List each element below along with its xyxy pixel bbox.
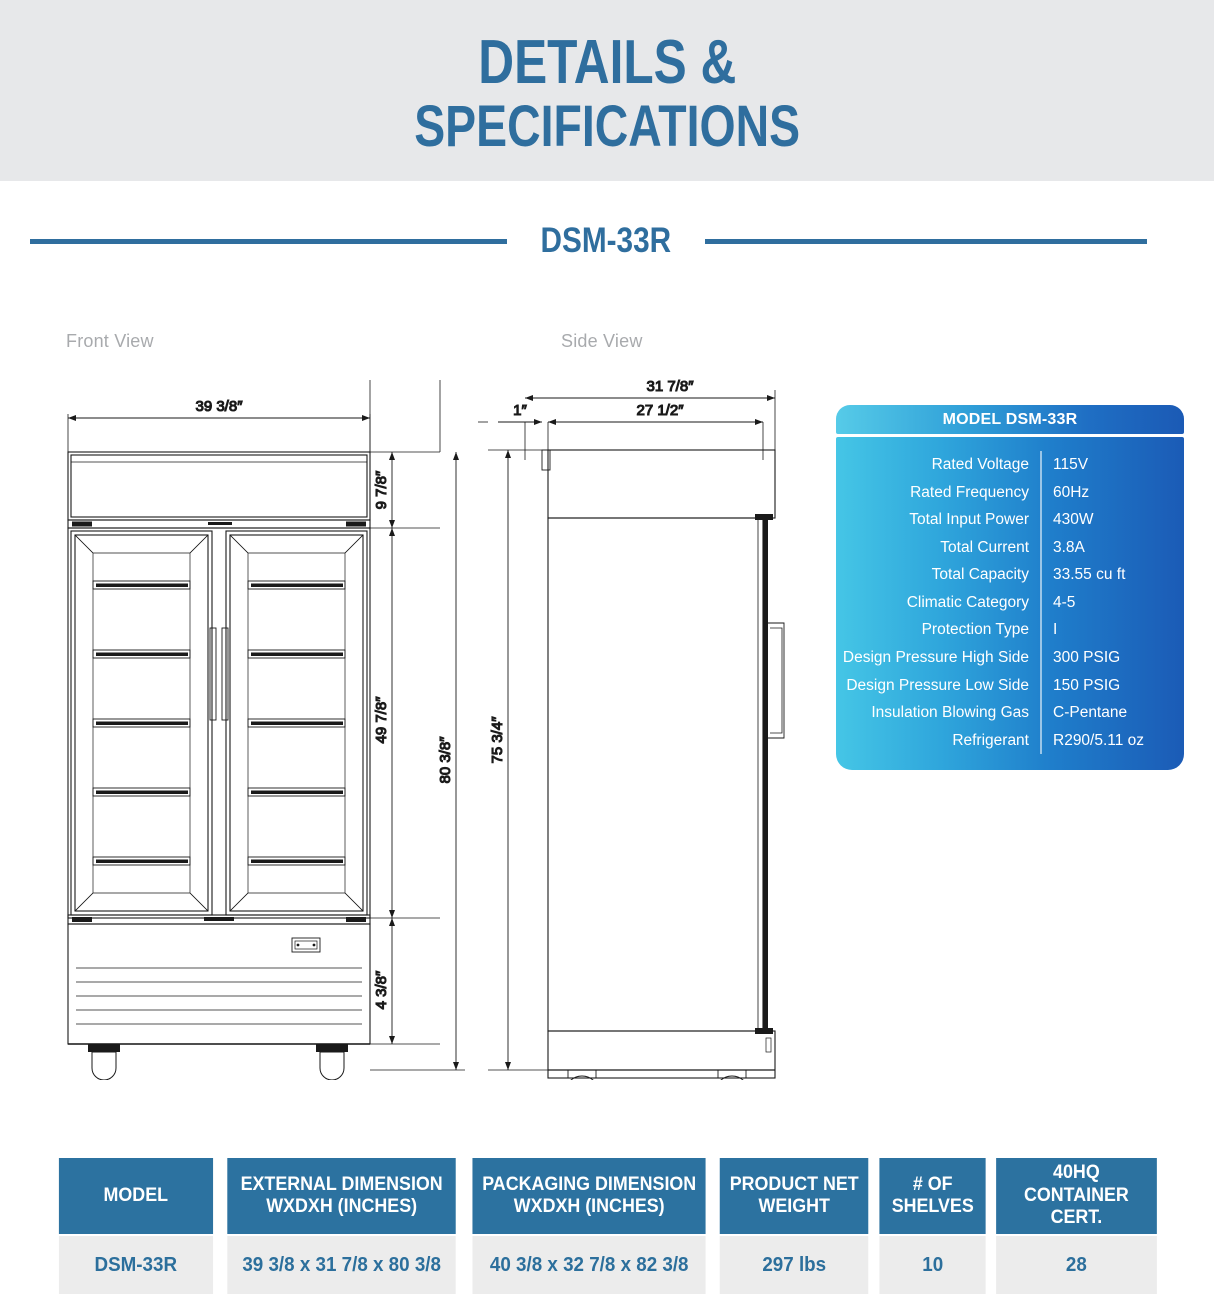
spec-row: Design Pressure Low Side 150 PSIG: [836, 671, 1184, 700]
dim-front-width: 39 3/8″: [195, 398, 243, 415]
spec-row: Design Pressure High Side 300 PSIG: [836, 644, 1184, 672]
col-header-model: MODEL: [58, 1158, 213, 1234]
cell-weight: 297 lbs: [720, 1236, 869, 1294]
divider-rule-left: [30, 238, 507, 244]
banner-title-line2: SPECIFICATIONS: [414, 93, 800, 159]
table-header-row: MODEL EXTERNAL DIMENSION WXDXH (INCHES) …: [54, 1158, 1162, 1234]
banner-title-line1: DETAILS &: [477, 27, 737, 97]
spec-value: 430W: [1040, 506, 1184, 534]
spec-key: Rated Voltage: [931, 456, 1029, 473]
spec-key: Protection Type: [921, 621, 1029, 639]
side-view-drawing: 31 7/8″ 27 1/2″ 1″: [470, 370, 800, 1080]
model-name-heading: DSM-33R: [540, 221, 672, 260]
side-view-label: Side View: [561, 331, 643, 351]
spec-key: Rated Frequency: [910, 483, 1029, 501]
cell-model: DSM-33R: [58, 1236, 213, 1294]
spec-row: Climatic Category 4-5: [836, 588, 1184, 617]
spec-key: Total Capacity: [931, 566, 1029, 584]
spec-row: Refrigerant R290/5.11 oz: [836, 726, 1184, 755]
cell-shelves: 10: [879, 1236, 986, 1294]
spec-value: 300 PSIG: [1040, 644, 1184, 672]
spec-card-title: MODEL DSM-33R: [836, 405, 1184, 434]
col-header-line1: PACKAGING DIMENSION: [482, 1173, 697, 1195]
spec-card: MODEL DSM-33R Rated Voltage 115V Rated F…: [836, 405, 1184, 771]
spec-row: Rated Frequency 60Hz: [836, 478, 1184, 507]
cell-external: 39 3/8 x 31 7/8 x 80 3/8: [226, 1236, 456, 1294]
spec-key: Insulation Blowing Gas: [871, 704, 1029, 722]
cell-packaging: 40 3/8 x 32 7/8 x 82 3/8: [472, 1236, 706, 1294]
spec-value: 33.55 cu ft: [1040, 561, 1184, 589]
model-divider-row: DSM-33R: [0, 205, 1214, 277]
spec-row: Total Input Power 430W: [836, 506, 1184, 534]
dim-front-canopy-height: 9 7/8″: [373, 470, 390, 509]
cell-container: 28: [996, 1236, 1157, 1294]
spec-row: Total Current 3.8A: [836, 533, 1184, 562]
spec-key: Total Input Power: [909, 511, 1029, 529]
spec-value: C-Pentane: [1040, 699, 1184, 727]
spec-value: R290/5.11 oz: [1040, 726, 1184, 755]
spec-value: 150 PSIG: [1040, 671, 1184, 700]
dim-side-handle-offset: 1″: [513, 402, 527, 419]
col-header-packaging-dimension: PACKAGING DIMENSION WXDXH (INCHES): [472, 1158, 706, 1234]
col-header-line2: WXDXH (INCHES): [513, 1196, 665, 1217]
table-row: DSM-33R 39 3/8 x 31 7/8 x 80 3/8 40 3/8 …: [54, 1236, 1162, 1294]
col-header-line1: MODEL: [103, 1184, 169, 1206]
dim-front-overall-height: 80 3/8″: [437, 736, 454, 784]
spec-row: Protection Type I: [836, 616, 1184, 645]
col-header-line2: WEIGHT: [758, 1196, 831, 1217]
col-header-product-net-weight: PRODUCT NET WEIGHT: [720, 1158, 869, 1234]
col-header-external-dimension: EXTERNAL DIMENSION WXDXH (INCHES): [226, 1158, 456, 1234]
col-header-line1: EXTERNAL DIMENSION: [240, 1173, 443, 1195]
dim-side-overall-depth: 31 7/8″: [646, 378, 694, 395]
spec-value: I: [1040, 616, 1184, 645]
spec-key: Design Pressure High Side: [842, 649, 1029, 667]
col-header-line1: PRODUCT NET: [730, 1173, 860, 1195]
summary-table: MODEL EXTERNAL DIMENSION WXDXH (INCHES) …: [52, 1156, 1164, 1296]
dim-side-cabinet-depth: 27 1/2″: [636, 402, 684, 419]
divider-rule-right: [704, 238, 1147, 244]
col-header-line2: CONTAINER CERT.: [1024, 1184, 1130, 1229]
dim-side-cabinet-height: 75 3/4″: [489, 716, 506, 764]
spec-table: Rated Voltage 115V Rated Frequency 60Hz …: [836, 451, 1184, 755]
spec-value: 3.8A: [1040, 533, 1184, 562]
spec-row: Rated Voltage 115V: [836, 451, 1184, 479]
spec-key: Climatic Category: [906, 593, 1029, 611]
spec-value: 60Hz: [1040, 478, 1184, 507]
col-header-line2: WXDXH (INCHES): [265, 1196, 417, 1217]
spec-key: Refrigerant: [952, 731, 1029, 749]
col-header-container-cert: 40HQ CONTAINER CERT.: [996, 1158, 1157, 1234]
dim-front-base-height: 4 3/8″: [373, 970, 390, 1009]
col-header-line2: SHELVES: [891, 1196, 974, 1217]
front-view-label: Front View: [66, 331, 154, 351]
spec-value: 4-5: [1040, 588, 1184, 617]
spec-card-body: Rated Voltage 115V Rated Frequency 60Hz …: [836, 437, 1184, 771]
spec-row: Insulation Blowing Gas C-Pentane: [836, 699, 1184, 727]
spec-value: 115V: [1040, 451, 1184, 479]
spec-row: Total Capacity 33.55 cu ft: [836, 561, 1184, 589]
spec-key: Total Current: [940, 538, 1029, 556]
front-view-drawing: 39 3/8″: [40, 370, 470, 1080]
page-banner: DETAILS & SPECIFICATIONS: [0, 0, 1214, 181]
col-header-number-of-shelves: # OF SHELVES: [879, 1158, 986, 1234]
col-header-line1: # OF: [912, 1173, 953, 1195]
spec-key: Design Pressure Low Side: [846, 676, 1029, 694]
dim-front-door-height: 49 7/8″: [373, 696, 390, 744]
col-header-line1: 40HQ: [1053, 1162, 1100, 1184]
